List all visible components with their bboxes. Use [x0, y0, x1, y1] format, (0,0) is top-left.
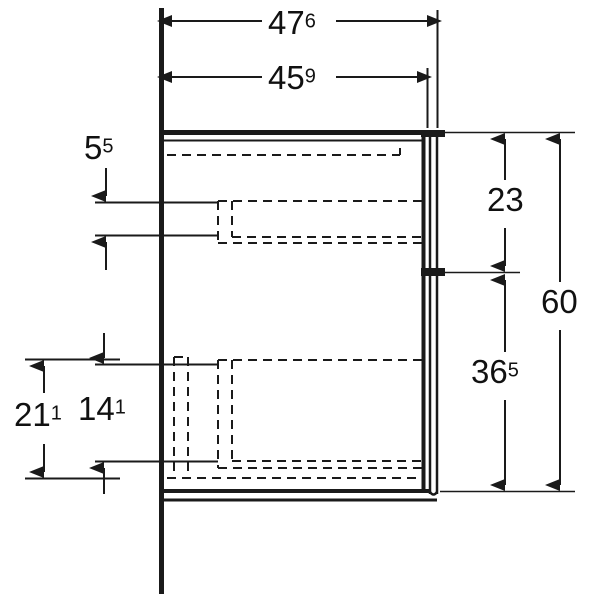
cabinet-body-outline — [160, 130, 437, 502]
dimension-top-offset — [91, 168, 218, 270]
handle-lower — [421, 268, 445, 276]
right-extension-lines — [440, 131, 575, 493]
dimension-label-lower-inner: 141 — [78, 390, 126, 427]
dimension-width-inner — [157, 68, 432, 128]
dimension-label-width-inner: 459 — [268, 59, 316, 96]
dimension-label-lower-outer: 211 — [14, 396, 62, 433]
dimension-label-total-height: 60 — [541, 283, 578, 320]
internal-hidden-edges — [167, 148, 423, 479]
dimension-label-top-offset: 55 — [84, 129, 114, 166]
handle-upper — [421, 130, 445, 137]
dimension-label-lower-height: 365 — [471, 353, 519, 390]
dimension-label-upper-height: 23 — [487, 181, 524, 218]
door-front-panel — [428, 136, 439, 496]
dimension-lower-inner — [89, 333, 218, 494]
dimension-label-width-outer: 476 — [268, 4, 316, 41]
wall-reference-line — [159, 8, 164, 594]
dimension-width-outer — [157, 10, 442, 128]
